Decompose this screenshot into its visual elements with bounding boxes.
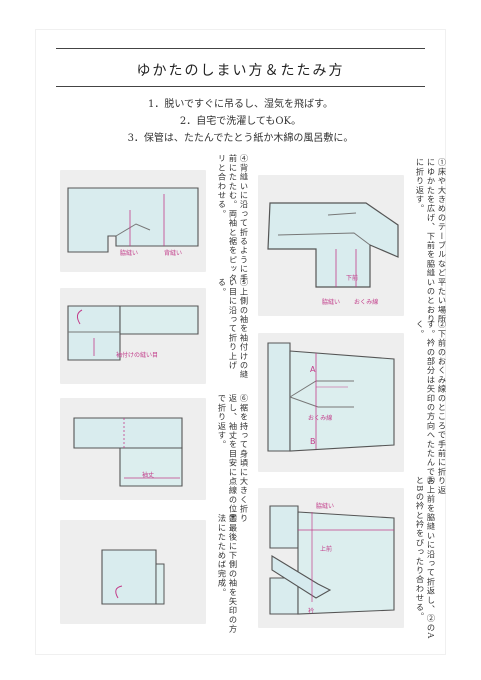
step6-yukata-drawing bbox=[73, 417, 183, 487]
note-3: 3．保管は、たたんでたとう紙か木綿の風呂敷に。 bbox=[127, 133, 354, 144]
step2-b-label: B bbox=[310, 437, 316, 446]
step3-eri-label: 衿 bbox=[308, 608, 315, 615]
title-bottom-rule bbox=[56, 86, 425, 87]
step3-yukata-drawing bbox=[269, 505, 395, 615]
step3-illustration: 脇縫い 上前 衿 bbox=[258, 488, 404, 628]
step5-text: ⑤上側の袖を袖付けの縫い目に沿って折り上げる。 bbox=[217, 278, 249, 380]
step4-wakinui-label: 脇縫い bbox=[120, 250, 139, 257]
step1-shitamae-label: 下前 bbox=[346, 275, 359, 282]
note-1: 1．脱いですぐに吊るし、湿気を飛ばす。 bbox=[147, 99, 334, 110]
step2-okumi-label: おくみ線 bbox=[308, 415, 333, 422]
step3-text: ③上前を脇縫いに沿って折返し、②のAとBの衿と衿をぴったり合わせる。 bbox=[415, 476, 436, 640]
step6-illustration: 袖丈 bbox=[60, 398, 206, 500]
step4-text: ④背縫いに沿って折るように手前にたたむ。両袖と裾をピッタリと合わせる。 bbox=[217, 154, 249, 283]
care-notes: 1．脱いですぐに吊るし、湿気を飛ばす。 2．自宅で洗濯してもOK。 3．保管は、… bbox=[36, 96, 445, 147]
step2-illustration: A おくみ線 B bbox=[258, 333, 404, 472]
step2-a-label: A bbox=[310, 365, 316, 374]
step7-illustration bbox=[60, 520, 206, 624]
step7-yukata-drawing bbox=[101, 549, 165, 605]
step2-yukata-drawing bbox=[267, 342, 395, 452]
document-page: ゆかたのしまい方＆たたみ方 1．脱いですぐに吊るし、湿気を飛ばす。 2．自宅で洗… bbox=[36, 30, 447, 654]
step1-text: ①床や大きめのテーブルなど平たい場所にゆかたを広げ、下前を脇縫いのとおりに折り返… bbox=[415, 158, 447, 324]
step6-sodetake-label: 袖丈 bbox=[142, 472, 155, 479]
step4-senui-label: 背縫い bbox=[164, 250, 183, 257]
note-2: 2．自宅で洗濯してもOK。 bbox=[179, 116, 302, 127]
page-title: ゆかたのしまい方＆たたみ方 bbox=[136, 63, 345, 79]
step4-yukata-drawing bbox=[67, 187, 199, 253]
step1-yukata-drawing bbox=[267, 202, 399, 288]
step1-wakinui-label: 脇縫い bbox=[322, 299, 341, 306]
step6-text: ⑥裾を持って身頃に大きく折り返し、袖丈を目安に点線の位置で折り返す。 bbox=[217, 394, 249, 523]
step5-yukata-drawing bbox=[67, 305, 199, 361]
step3-uwamae-label: 上前 bbox=[320, 546, 333, 553]
step3-wakinui-label: 脇縫い bbox=[316, 503, 335, 510]
step1-okumi-label: おくみ線 bbox=[354, 299, 379, 306]
step5-illustration: 袖付けの縫い目 bbox=[60, 288, 206, 384]
step7-text: ⑦最後に下側の袖を矢印の方法にたためば完成。 bbox=[217, 514, 238, 634]
title-top-rule bbox=[56, 48, 425, 49]
step2-text: ②下前のおくみ線のところで手前に折り返す。衿の部分は矢印の方向へたたんでおく。 bbox=[415, 320, 447, 495]
step1-illustration: 下前 脇縫い おくみ線 bbox=[258, 175, 404, 316]
step4-illustration: 脇縫い 背縫い bbox=[60, 170, 206, 272]
step5-sodetsuke-label: 袖付けの縫い目 bbox=[116, 352, 159, 359]
